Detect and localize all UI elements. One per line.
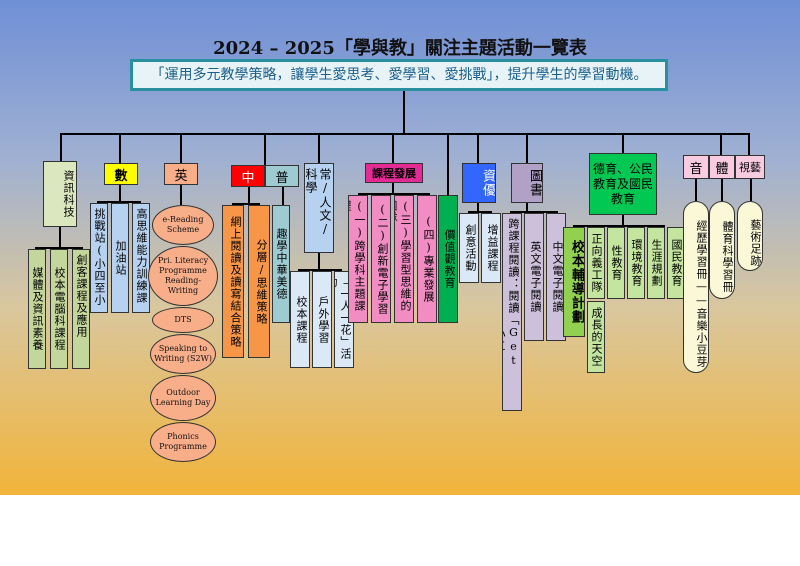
eng-item-outdoor: Outdoor Learning Day bbox=[150, 375, 216, 421]
gifted-item-creative: 創意活動 bbox=[459, 213, 479, 283]
connector bbox=[282, 187, 284, 205]
group-math-header: 數 bbox=[104, 163, 138, 185]
connector bbox=[748, 133, 750, 155]
group-pth-header: 普 bbox=[265, 165, 299, 187]
group-it-header: 資訊科技 bbox=[43, 161, 77, 227]
cd-item-elearning: (二)創新電子學習 bbox=[371, 195, 391, 323]
connector bbox=[248, 187, 250, 205]
eng-item-phonics: Phonics Programme bbox=[150, 422, 216, 462]
connector bbox=[392, 133, 394, 163]
group-values: 價值觀教育 bbox=[438, 195, 458, 323]
group-moral-header: 德育、公民教育及國民教育 bbox=[589, 153, 657, 215]
moral-item-career: 生涯規劃 bbox=[647, 227, 665, 299]
connector bbox=[720, 133, 722, 155]
group-lib-header: 圖書 bbox=[511, 163, 543, 203]
cd-item-professional: (四)專業發展 bbox=[417, 195, 437, 323]
eng-item-dts: DTS bbox=[152, 307, 214, 333]
connector bbox=[750, 179, 752, 201]
lib-item-english-ereading: 英文電子閱讀 bbox=[524, 213, 544, 341]
connector bbox=[318, 253, 320, 269]
moral-item-guidance: 校本輔導計劃 bbox=[563, 227, 585, 337]
connector bbox=[180, 133, 182, 163]
group-gs-header: 常/人文/科學 bbox=[304, 163, 334, 253]
connector bbox=[318, 133, 320, 163]
connector bbox=[60, 133, 62, 161]
connector bbox=[622, 215, 624, 225]
connector bbox=[695, 179, 697, 201]
moral-item-volunteer: 正向義工隊 bbox=[587, 227, 605, 299]
group-chi-header: 中 bbox=[231, 165, 265, 187]
moral-item-environment: 環境教育 bbox=[627, 227, 645, 299]
gifted-item-enrichment: 增益課程 bbox=[481, 213, 501, 283]
connector bbox=[358, 193, 430, 195]
scalloped-edge bbox=[0, 488, 800, 504]
cd-item-cross-subject: (一)跨學科主題課程 bbox=[348, 195, 368, 323]
math-item-hots: 高思維能力訓練課程 bbox=[132, 203, 150, 313]
connector bbox=[232, 203, 260, 205]
connector bbox=[477, 133, 479, 163]
connector bbox=[622, 133, 624, 153]
pth-item-virtue: 趣學中華美德 bbox=[272, 205, 290, 323]
connector bbox=[119, 185, 121, 201]
group-gifted-header: 資優 bbox=[462, 163, 496, 203]
connector bbox=[264, 133, 266, 165]
it-item-maker-ai: 創客課程及應用AI bbox=[72, 249, 90, 369]
connector bbox=[721, 179, 723, 201]
cd-item-learning-team: (三)學習型思維的團隊 bbox=[394, 195, 414, 323]
group-eng-header: 英 bbox=[164, 163, 198, 185]
it-item-school-computer: 校本電腦科課程 bbox=[50, 249, 68, 369]
group-pe-header: 體 bbox=[709, 155, 735, 179]
connector bbox=[298, 269, 342, 271]
connector bbox=[97, 201, 141, 203]
eng-item-literacy: Pri. Literacy Programme Reading-Writing bbox=[148, 246, 218, 306]
moral-item-growth: 成長的天空 bbox=[587, 301, 605, 373]
math-item-boost: 加油站 bbox=[111, 203, 129, 313]
connector bbox=[477, 203, 479, 211]
connector bbox=[180, 185, 182, 205]
connector bbox=[447, 133, 449, 195]
math-item-challenge: 挑戰站(小四至小六) bbox=[90, 203, 108, 313]
connector bbox=[510, 211, 558, 213]
group-music-header: 音 bbox=[683, 155, 709, 179]
motto-banner: 「運用多元教學策略，讓學生愛思考、愛學習、愛挑戰」，提升學生的學習動機。 bbox=[130, 59, 668, 91]
moral-item-sex-ed: 性教育 bbox=[607, 227, 625, 299]
pe-item-workbook: 體育科學習冊 bbox=[709, 201, 735, 299]
page-title: 2024 – 2025「學與教」關注主題活動一覽表 bbox=[211, 38, 589, 61]
eng-item-ereading: e-Reading Scheme bbox=[152, 205, 214, 245]
connector bbox=[526, 203, 528, 211]
moral-item-national: 國民教育 bbox=[667, 227, 685, 299]
connector bbox=[573, 225, 665, 227]
it-item-media-literacy: 媒體及資訊素養 bbox=[28, 249, 46, 369]
group-va-header: 視藝 bbox=[735, 155, 765, 179]
connector bbox=[60, 133, 750, 135]
connector bbox=[526, 133, 528, 163]
music-item-workbook: 經歷學習冊——音樂小豆芽 bbox=[683, 201, 709, 373]
connector bbox=[403, 91, 405, 133]
eng-item-s2w: Speaking to Writing (S2W) bbox=[150, 334, 216, 374]
chi-item-reading-writing: 網上閱讀及讀寫結合策略 bbox=[222, 205, 244, 358]
gs-item-outdoor: 戶外學習 bbox=[312, 271, 332, 368]
chi-item-tiered: 分層/思維策略 bbox=[248, 205, 270, 358]
connector bbox=[119, 133, 121, 163]
connector bbox=[59, 227, 61, 247]
lib-item-get-set-go: 跨課程閱讀：閱讀「Get Set Go」(小五) bbox=[502, 213, 522, 411]
gs-item-school-curriculum: 校本課程 bbox=[290, 271, 310, 368]
connector bbox=[392, 183, 394, 193]
connector bbox=[468, 211, 492, 213]
connector bbox=[35, 247, 83, 249]
va-item-footprint: 藝術足跡 bbox=[737, 201, 763, 271]
group-cd-header: 課程發展 bbox=[365, 163, 423, 183]
